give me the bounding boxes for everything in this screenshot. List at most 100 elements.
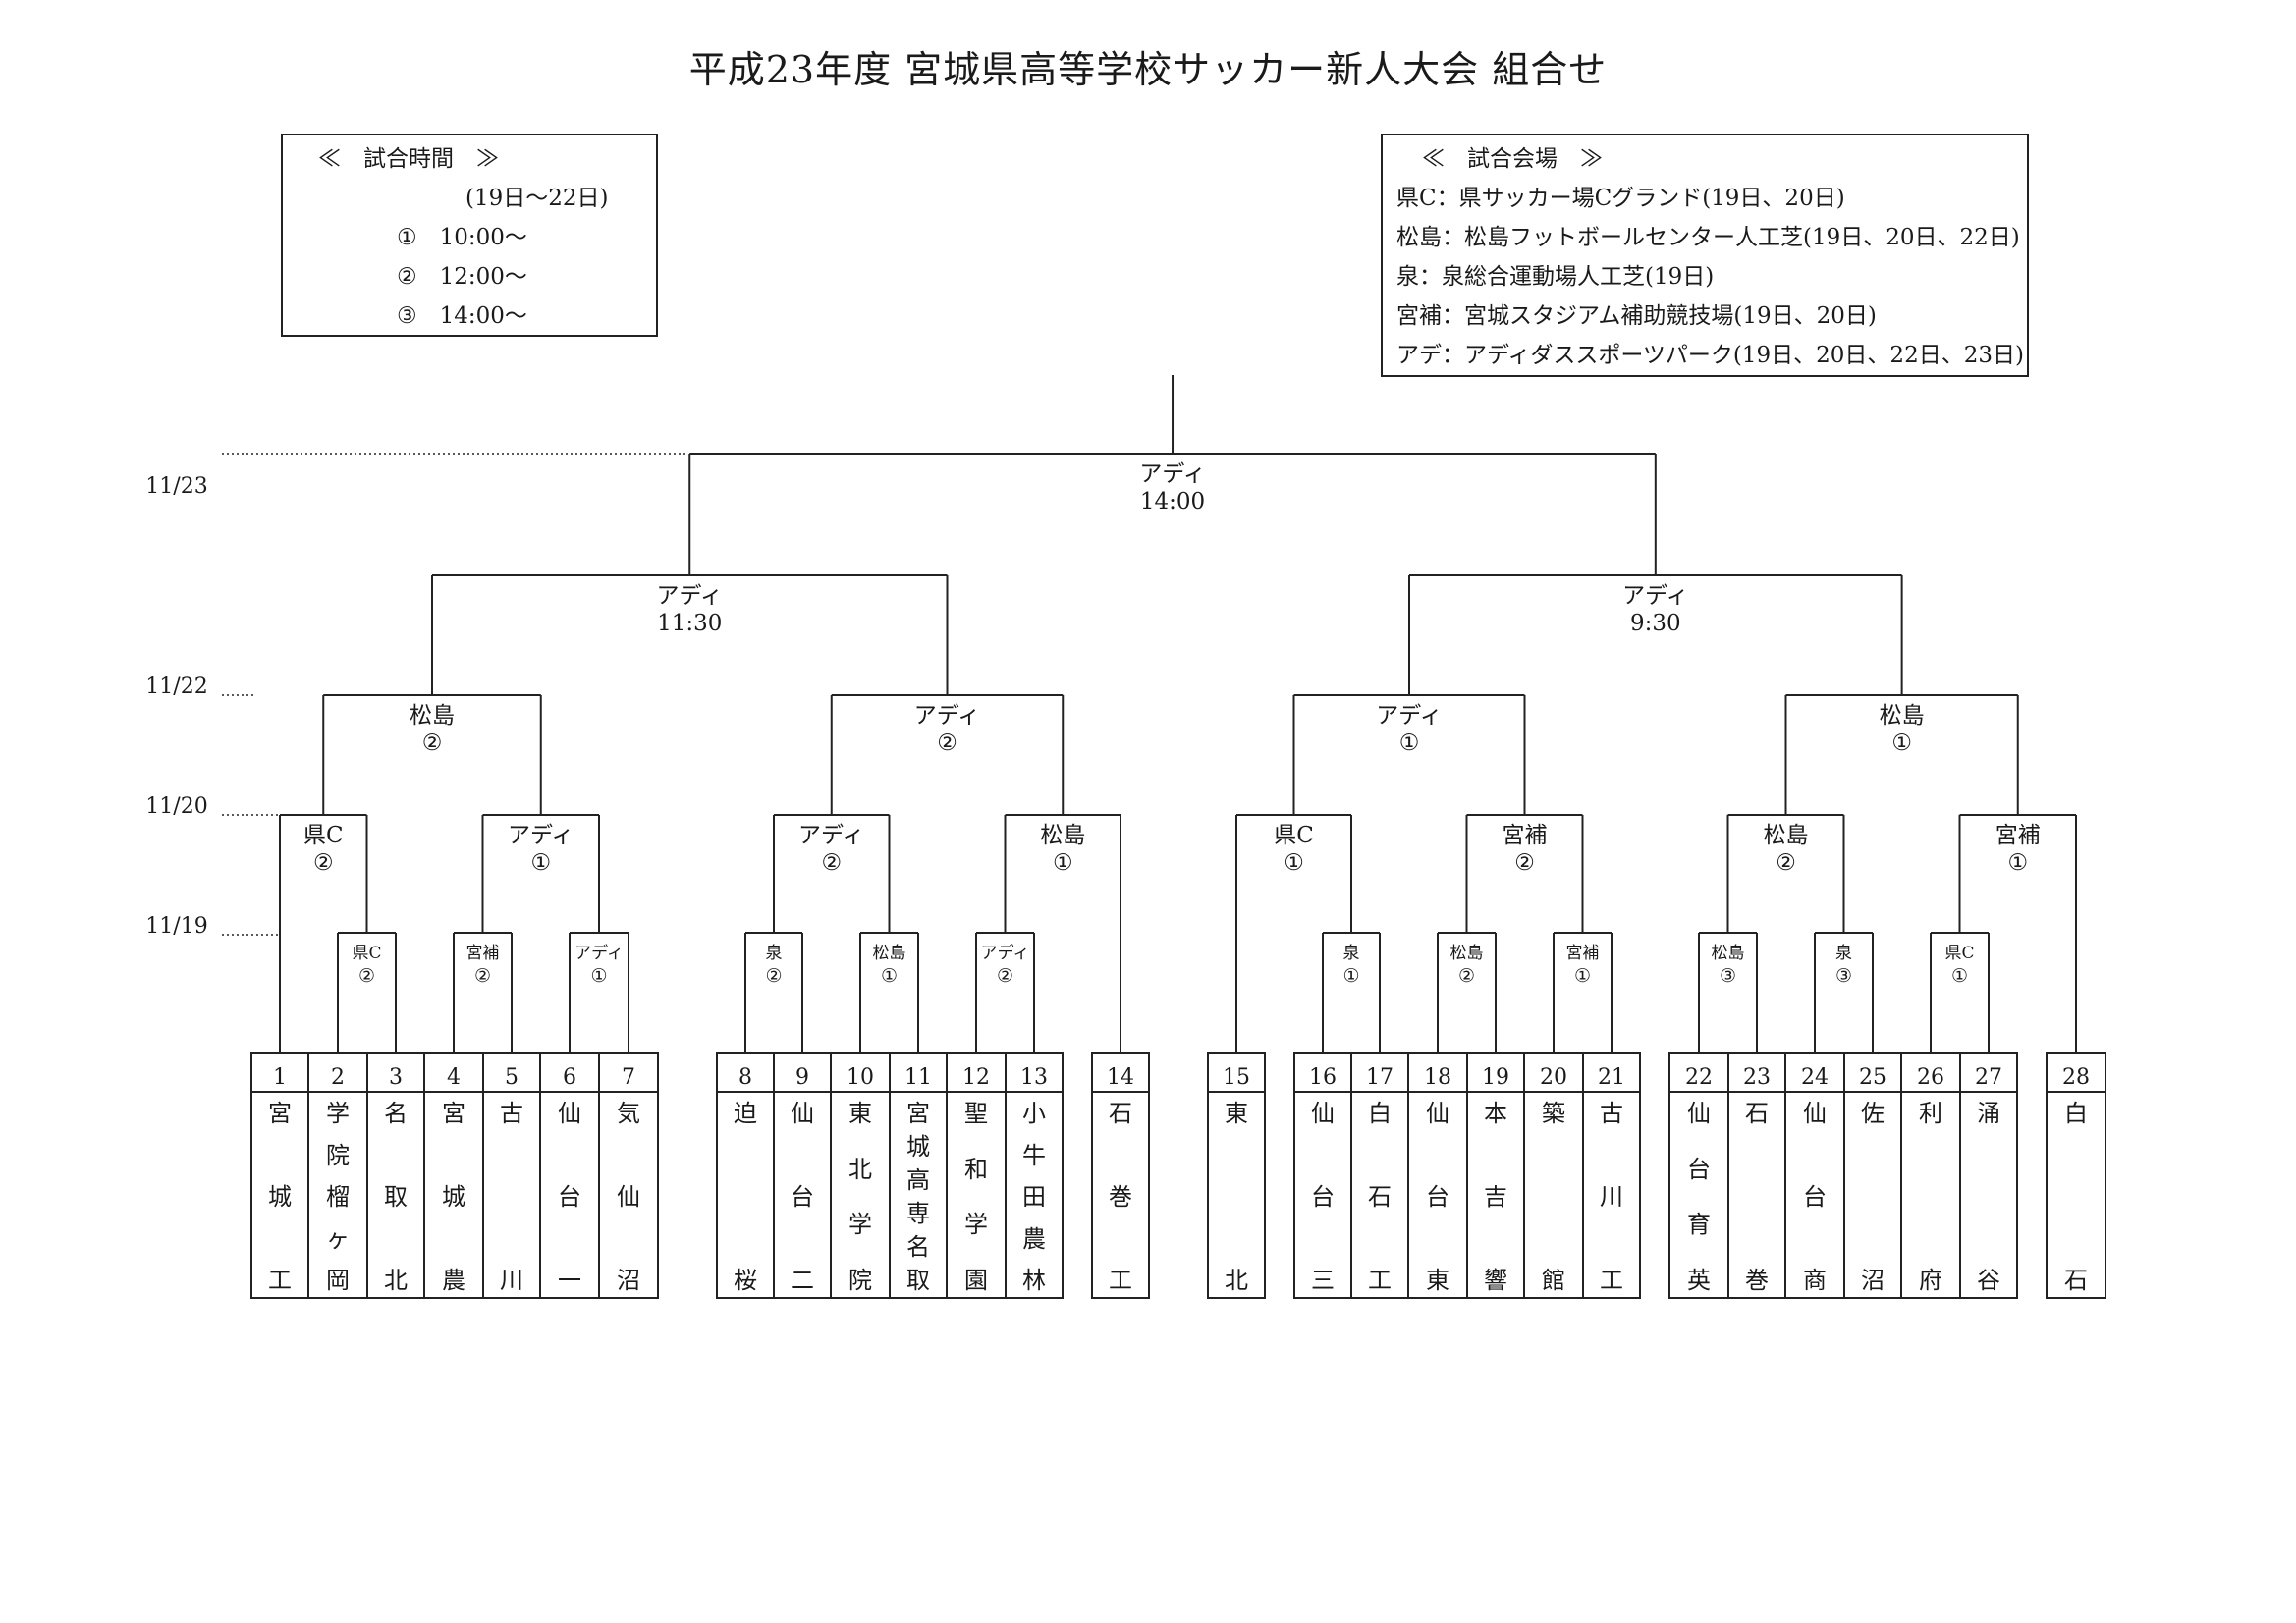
team-number: 6 (563, 1065, 576, 1090)
team-name-char: 宮 (906, 1100, 930, 1127)
team-name-char: 北 (384, 1267, 408, 1294)
match-venue: アディ (1376, 703, 1442, 729)
match-slot: ② (1458, 965, 1475, 987)
team-number: 9 (795, 1065, 809, 1090)
venue-item: 県C：県サッカー場Cグランド(19日、20日) (1396, 186, 1845, 211)
team-name-char: 榴 (326, 1183, 350, 1211)
team-name-char: 田 (1022, 1183, 1046, 1211)
team-name-char: 仙 (1311, 1100, 1335, 1127)
team-number: 16 (1309, 1065, 1337, 1090)
match-slot: ② (422, 730, 443, 756)
team-name-char: 工 (1109, 1267, 1132, 1294)
team-name-char: 石 (2064, 1267, 2088, 1294)
team-number: 5 (505, 1065, 519, 1090)
round-date-label: 11/20 (145, 794, 207, 819)
team-number: 13 (1020, 1065, 1048, 1090)
team-name-char: 築 (1542, 1100, 1565, 1127)
match-times-box: ≪ 試合時間 ≫ (19日～22日) ① 10:00～ ② 12:00～ ③ 1… (281, 134, 658, 337)
match-slot: ② (997, 965, 1013, 987)
team-name-char: 吉 (1484, 1183, 1507, 1211)
team-name-char: 北 (848, 1155, 872, 1183)
match-venue: 宮補 (466, 944, 500, 963)
match-times-heading: ≪ 試合時間 ≫ (318, 146, 499, 172)
team-name-char: 商 (1803, 1267, 1827, 1294)
team-name-char: 台 (1687, 1155, 1711, 1183)
team-name-char: 台 (1426, 1183, 1449, 1211)
team-name-char: 農 (442, 1267, 465, 1294)
match-venue: 県C (1274, 823, 1314, 848)
match-slot: ① (1342, 965, 1359, 987)
match-slot: ① (1951, 965, 1968, 987)
venues-box: ≪ 試合会場 ≫ 県C：県サッカー場Cグランド(19日、20日) 松島：松島フッ… (1381, 134, 2029, 377)
team-name-char: 育 (1687, 1211, 1711, 1239)
match-slot: ② (358, 965, 375, 987)
team-name-char: 東 (1426, 1267, 1449, 1294)
team-name-char: 巻 (1109, 1183, 1132, 1211)
team-name-char: 英 (1687, 1267, 1711, 1294)
team-name-char: 取 (906, 1267, 930, 1294)
match-venue: アディ (574, 943, 624, 963)
team-number: 1 (273, 1065, 287, 1090)
match-venue: 松島 (1764, 823, 1809, 848)
match-venue: アディ (981, 943, 1030, 963)
team-name-char: 白 (2064, 1100, 2088, 1127)
team-name-char: 牛 (1022, 1141, 1046, 1169)
team-name-char: 沼 (617, 1267, 640, 1294)
team-name-char: 林 (1022, 1267, 1046, 1294)
team-number: 22 (1685, 1065, 1713, 1090)
team-number: 8 (738, 1065, 752, 1090)
team-number: 15 (1223, 1065, 1250, 1090)
team-name-char: 涌 (1977, 1100, 2000, 1127)
match-slot: ① (881, 965, 898, 987)
team-name-char: 気 (617, 1100, 640, 1127)
match-slot: 14:00 (1140, 489, 1205, 514)
venue-item: 宮補：宮城スタジアム補助競技場(19日、20日) (1396, 303, 1877, 329)
team-name-char: 一 (558, 1267, 581, 1294)
match-slot: ③ (1720, 965, 1736, 987)
match-slot: 9:30 (1630, 611, 1681, 636)
team-name-char: 沼 (1861, 1267, 1885, 1294)
match-slot: ① (1574, 965, 1591, 987)
team-name-char: 古 (1600, 1100, 1623, 1127)
match-slot: ① (2007, 850, 2028, 876)
team-name-char: 取 (384, 1183, 408, 1211)
match-venue: 県C (303, 823, 344, 848)
team-name-char: 仙 (1687, 1100, 1711, 1127)
match-venue: 県C (1944, 944, 1974, 963)
team-name-char: 農 (1022, 1224, 1046, 1253)
team-name-char: 仙 (617, 1183, 640, 1211)
team-name-char: ヶ (326, 1224, 350, 1253)
team-name-char: 名 (906, 1233, 930, 1261)
team-name-char: 聖 (964, 1100, 988, 1127)
match-venue: 宮補 (1503, 823, 1548, 848)
team-name-char: 石 (1368, 1183, 1392, 1211)
match-slot: 11:30 (657, 611, 722, 636)
team-name-char: 院 (326, 1141, 350, 1169)
time-slot-2: ② 12:00～ (397, 264, 527, 290)
team-number: 7 (622, 1065, 635, 1090)
team-name-char: 高 (906, 1166, 930, 1194)
match-slot: ① (1399, 730, 1420, 756)
team-name-char: 東 (848, 1100, 872, 1127)
match-slot: ① (1284, 850, 1304, 876)
round-date-label: 11/23 (145, 474, 207, 499)
match-venue: 泉 (1343, 944, 1360, 963)
team-name-char: 石 (1109, 1100, 1132, 1127)
match-venue: アディ (1139, 461, 1205, 487)
team-name-char: 学 (326, 1100, 350, 1127)
match-venue: アディ (914, 703, 980, 729)
team-name-char: 台 (1803, 1183, 1827, 1211)
team-name-char: 白 (1368, 1100, 1392, 1127)
match-venue: 泉 (766, 944, 783, 963)
team-number: 18 (1424, 1065, 1451, 1090)
time-slot-1: ① 10:00～ (397, 225, 527, 250)
match-slot: ① (1891, 730, 1912, 756)
match-slot: ② (821, 850, 842, 876)
match-slot: ① (530, 850, 551, 876)
team-name-char: 仙 (558, 1100, 581, 1127)
match-venue: 松島 (410, 703, 455, 729)
match-venue: 松島 (1712, 944, 1745, 963)
team-name-char: 城 (268, 1183, 292, 1211)
team-number: 23 (1743, 1065, 1771, 1090)
